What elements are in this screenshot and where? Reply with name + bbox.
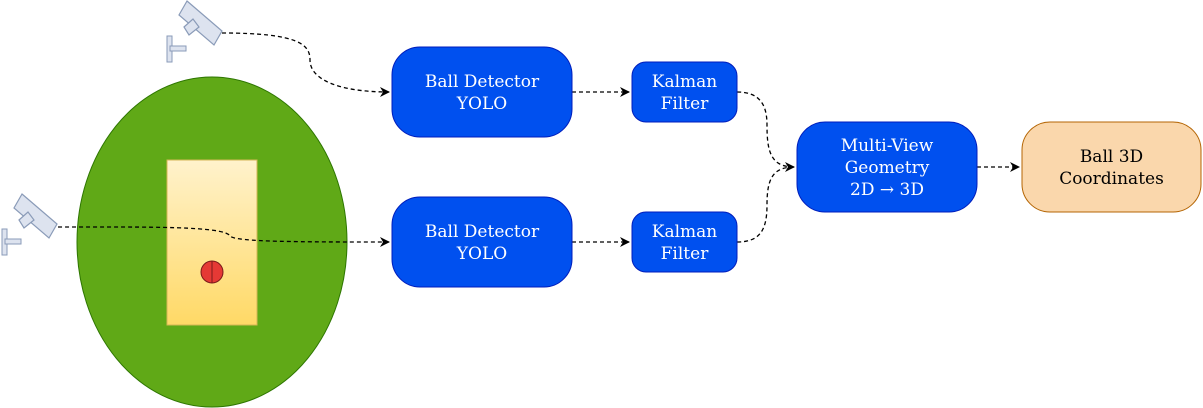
kalman-top-node: Kalman Filter <box>631 61 738 123</box>
detector-top-label-1: Ball Detector <box>425 72 540 92</box>
kalman-top-label-1: Kalman <box>652 72 718 92</box>
kalman-bottom-label-1: Kalman <box>652 222 718 242</box>
detector-bottom-node: Ball Detector YOLO <box>391 196 573 288</box>
kalman-bottom-node: Kalman Filter <box>631 211 738 273</box>
detector-bottom-label-2: YOLO <box>456 244 507 264</box>
edge-kalman-top-to-multiview <box>736 91 795 172</box>
multiview-label-3: 2D → 3D <box>850 180 924 200</box>
multiview-label-1: Multi-View <box>841 136 934 156</box>
edge-kalman-bottom-to-multiview <box>736 166 795 243</box>
multiview-label-2: Geometry <box>845 158 930 178</box>
camera-top-icon <box>166 0 223 63</box>
detector-bottom-label-1: Ball Detector <box>425 222 540 242</box>
kalman-top-label-2: Filter <box>661 94 710 114</box>
detector-top-label-2: YOLO <box>456 94 507 114</box>
edge-camera-top-to-detector <box>221 32 390 97</box>
output-label-1: Ball 3D <box>1080 147 1143 167</box>
output-node: Ball 3D Coordinates <box>1021 121 1202 213</box>
kalman-bottom-label-2: Filter <box>661 244 710 264</box>
output-label-2: Coordinates <box>1059 169 1164 189</box>
ball-icon <box>200 260 224 284</box>
multiview-node: Multi-View Geometry 2D → 3D <box>796 121 978 213</box>
pitch <box>166 159 258 326</box>
camera-left-icon <box>1 193 58 256</box>
detector-top-node: Ball Detector YOLO <box>391 46 573 138</box>
